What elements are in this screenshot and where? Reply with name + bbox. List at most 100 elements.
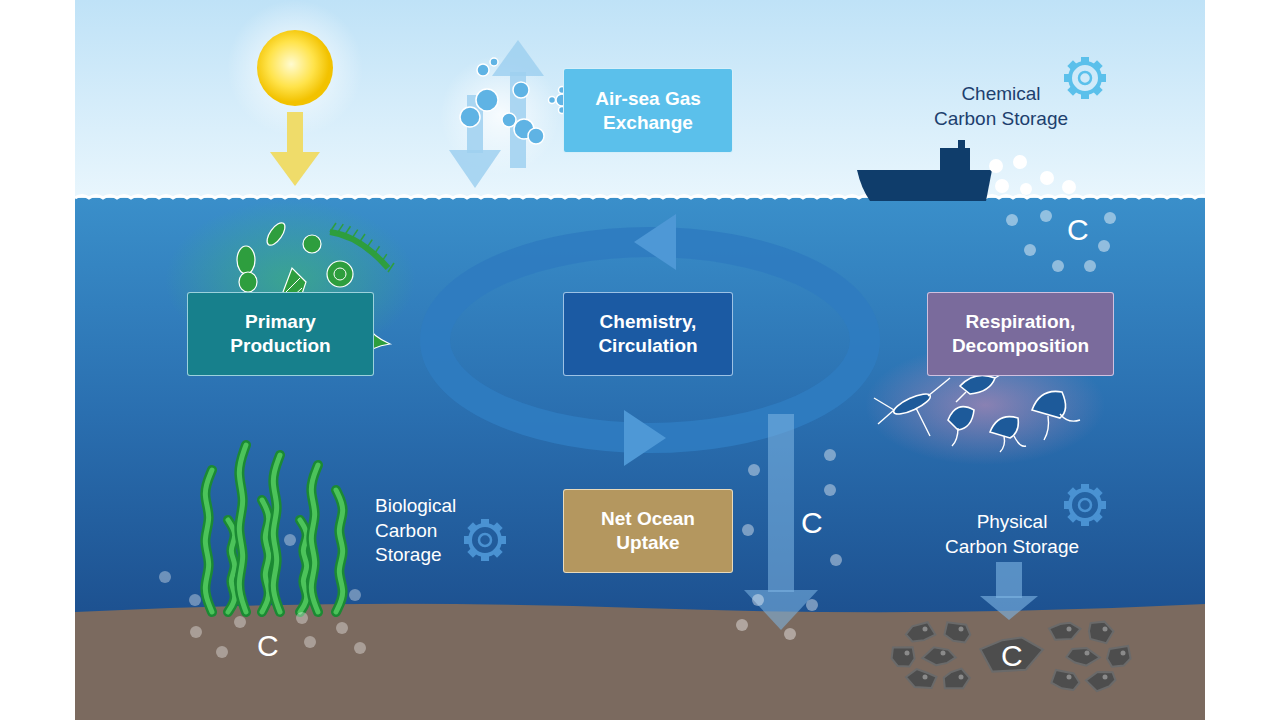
released-particles: [989, 155, 1076, 195]
sun: [257, 30, 333, 106]
physical-storage-arrow: [980, 596, 1038, 620]
zooplankton: [956, 392, 966, 402]
storage-label: Biological Carbon Storage: [375, 494, 485, 568]
sun: [287, 112, 303, 156]
ocean-water: [75, 198, 1205, 628]
gear-icon: [464, 519, 506, 561]
gas-exchange-arrows: [440, 40, 560, 188]
circulation-loop: [435, 214, 865, 466]
gear-icon: [1079, 499, 1091, 511]
gas-bubbles: [477, 64, 489, 76]
phytoplankton: [303, 235, 321, 253]
sediment-particles: [216, 646, 228, 658]
gas-bubbles: [528, 128, 544, 144]
zooplankton: [1000, 436, 1005, 452]
rock-bed: [944, 669, 970, 689]
sinking-particles: [806, 599, 818, 611]
dissolved-particles: [1006, 214, 1018, 226]
gas-bubbles: [460, 58, 576, 144]
rock-bed: [1089, 622, 1114, 643]
gear-icon: [470, 525, 500, 555]
sinking-particles: [736, 449, 842, 640]
released-particles: [1062, 180, 1076, 194]
rock-bed: [944, 622, 970, 642]
carbon-symbol: C: [801, 503, 823, 542]
carbon-symbol: C: [1001, 636, 1023, 675]
rock-bed: [905, 651, 910, 656]
phytoplankton: [286, 278, 300, 292]
phytoplankton: [264, 220, 289, 248]
circulation-loop: [624, 410, 666, 466]
sea-surface: [75, 196, 1209, 199]
phytoplankton: [374, 246, 380, 255]
phytoplankton: [327, 261, 353, 287]
phytoplankton: [334, 268, 346, 280]
phytoplankton: [337, 224, 343, 233]
rock-bed: [1049, 623, 1080, 640]
gas-exchange-arrows: [449, 150, 501, 188]
seagrass: [300, 520, 307, 612]
seagrass: [239, 445, 246, 612]
rock-bed: [906, 622, 935, 641]
seagrass: [336, 490, 343, 612]
circulation-loop: [435, 242, 865, 438]
gas-bubbles: [490, 58, 498, 66]
physical-storage-arrow: [980, 562, 1038, 620]
phytoplankton: [388, 263, 394, 272]
zooplankton: [874, 368, 1080, 452]
sinking-carbon-arrow: [768, 414, 794, 592]
zooplankton: [960, 375, 995, 394]
zooplankton: [891, 375, 1065, 438]
rock-bed: [1121, 651, 1126, 656]
zooplankton: [1014, 436, 1026, 446]
sinking-particles: [742, 524, 754, 536]
sun: [227, 0, 363, 186]
dissolved-particles: [1006, 210, 1116, 272]
seafloor: [75, 604, 1205, 720]
sky: [75, 0, 1205, 200]
zooplankton: [1060, 414, 1080, 421]
seagrass: [205, 470, 212, 612]
storage-label: Chemical Carbon Storage: [933, 82, 1069, 131]
sinking-particles: [824, 449, 836, 461]
sinking-particles: [824, 484, 836, 496]
phytoplankton: [345, 226, 351, 235]
sinking-particles: [752, 594, 764, 606]
seafloor: [75, 604, 1205, 720]
dissolved-particles: [1098, 240, 1110, 252]
gas-exchange-arrows: [492, 40, 544, 76]
phytoplankton: [330, 232, 388, 268]
zooplankton: [874, 398, 894, 410]
rock-bed: [1086, 672, 1115, 691]
rock-bed: [1066, 648, 1099, 666]
sinking-carbon-arrow: [744, 590, 818, 630]
zooplankton: [990, 417, 1018, 438]
rock-bed: [1067, 675, 1072, 680]
box-label: Net Ocean Uptake: [573, 507, 723, 555]
sinking-particles: [736, 619, 748, 631]
phytoplankton: [359, 234, 365, 243]
rock-bed: [922, 647, 956, 665]
phytoplankton: [352, 230, 358, 239]
phytoplankton: [366, 240, 372, 249]
gear-icon: [479, 534, 491, 546]
sediment-particles: [296, 612, 308, 624]
gear-icon: [1064, 57, 1106, 99]
process-box: Net Ocean Uptake: [563, 489, 733, 573]
phytoplankton: [381, 254, 387, 263]
sediment-particles: [189, 594, 201, 606]
seagrass: [336, 490, 343, 612]
sediment-particles: [304, 636, 316, 648]
rock-bed: [959, 675, 964, 680]
gear-icon: [1079, 72, 1091, 84]
released-particles: [989, 159, 1003, 173]
zooplankton: [952, 428, 958, 446]
seagrass: [205, 470, 212, 612]
gear-icon: [1070, 63, 1100, 93]
rock-bed: [1103, 675, 1108, 680]
process-box: Chemistry, Circulation: [563, 292, 733, 376]
released-particles: [1013, 155, 1027, 169]
gas-bubbles: [549, 97, 556, 104]
